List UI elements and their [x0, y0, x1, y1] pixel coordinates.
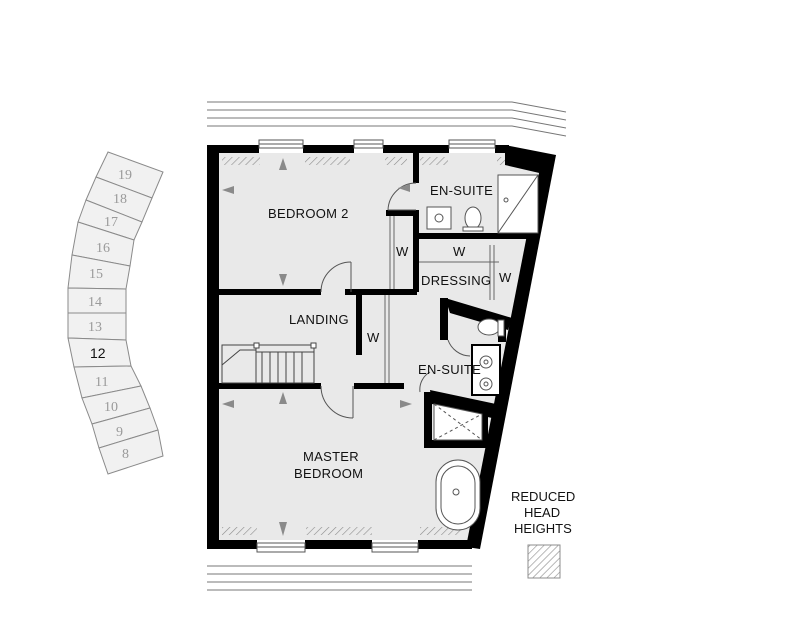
wardrobe-rails: [384, 216, 499, 383]
legend-line1: REDUCED: [511, 489, 575, 504]
key-label-8: 8: [122, 447, 129, 462]
key-label-18: 18: [113, 192, 127, 207]
key-label-17: 17: [104, 215, 118, 230]
key-label-14: 14: [88, 295, 102, 310]
key-label-11: 11: [95, 375, 108, 390]
dimension-arrows: [222, 158, 412, 536]
wardrobe-label-dressing-side: W: [499, 270, 512, 285]
key-label-9: 9: [116, 425, 123, 440]
reduced-head-height-zones: [222, 157, 505, 535]
sanitary-fittings: [426, 174, 539, 531]
key-label-12: 12: [90, 345, 106, 361]
windows: [256, 139, 496, 553]
room-labels: BEDROOM 2 EN-SUITE DRESSING LANDING EN-S…: [268, 183, 493, 481]
wardrobe-labels: W W W W: [367, 244, 512, 345]
key-label-16: 16: [96, 241, 110, 256]
legend-hatch-swatch: [527, 544, 561, 579]
room-label-master-line2: BEDROOM: [294, 466, 363, 481]
wardrobe-label-dressing-top: W: [453, 244, 466, 259]
room-label-en-suite-mid: EN-SUITE: [418, 362, 481, 377]
key-plot-8: [98, 429, 164, 475]
wardrobe-label-bedroom2: W: [396, 244, 409, 259]
stairs: [221, 342, 317, 384]
key-label-19: 19: [118, 168, 132, 183]
key-plan: [67, 151, 164, 475]
legend-line3: HEIGHTS: [514, 521, 572, 536]
room-label-landing: LANDING: [289, 312, 349, 327]
doors: [320, 182, 471, 419]
legend: REDUCED HEAD HEIGHTS: [511, 489, 575, 579]
key-label-10: 10: [104, 400, 118, 415]
legend-line2: HEAD: [524, 505, 560, 520]
room-label-dressing: DRESSING: [421, 273, 491, 288]
room-label-en-suite-top: EN-SUITE: [430, 183, 493, 198]
external-lines: [207, 101, 567, 591]
key-label-13: 13: [88, 320, 102, 335]
walls: [207, 145, 556, 549]
key-plan-labels: 19 18 17 16 15 14 13 12 11 10 9 8: [88, 168, 132, 462]
room-label-bedroom-2: BEDROOM 2: [268, 206, 349, 221]
room-label-master-line1: MASTER: [303, 449, 359, 464]
key-label-15: 15: [89, 267, 103, 282]
wardrobe-label-landing: W: [367, 330, 380, 345]
